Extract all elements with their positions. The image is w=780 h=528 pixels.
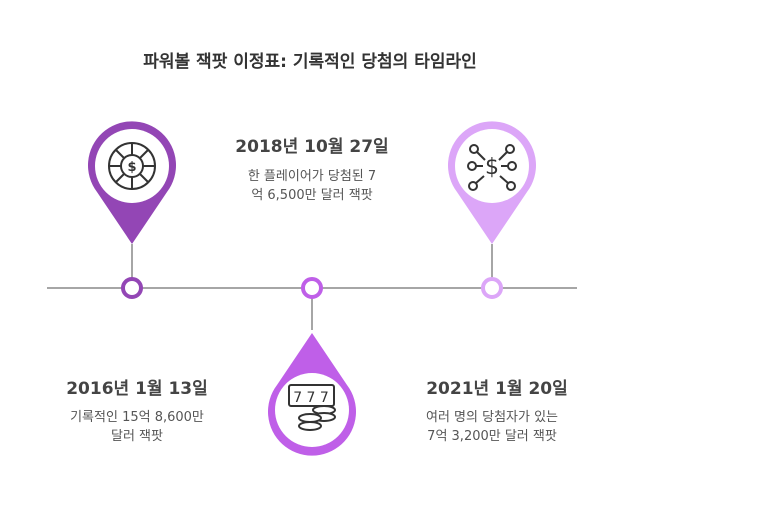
- marker-3: [481, 277, 503, 299]
- event-3-date: 2021년 1월 20일: [426, 379, 568, 399]
- pin-1: $: [87, 121, 176, 244]
- desc-line: 기록적인 15억 8,600만: [70, 410, 204, 425]
- casino-chip-icon: $: [108, 142, 156, 190]
- desc-line: 여러 명의 당첨자가 있는: [426, 410, 558, 425]
- slot-machine-coins-icon: 7 7 7: [288, 384, 336, 431]
- event-2-description: 한 플레이어가 당첨된 7 억 6,500만 달러 잭팟: [217, 167, 407, 205]
- event-3-description: 여러 명의 당첨자가 있는 7억 3,200만 달러 잭팟: [397, 408, 587, 446]
- svg-text:$: $: [127, 160, 136, 175]
- desc-line: 한 플레이어가 당첨된 7: [247, 169, 377, 184]
- event-1-date: 2016년 1월 13일: [66, 379, 208, 399]
- desc-line: 7억 3,200만 달러 잭팟: [427, 429, 557, 444]
- pin-2: 7 7 7: [268, 333, 356, 456]
- svg-text:7 7 7: 7 7 7: [293, 390, 329, 406]
- diagram-title: 파워볼 잭팟 이정표: 기록적인 당첨의 타임라인: [143, 52, 477, 72]
- svg-text:$: $: [485, 155, 499, 180]
- marker-1: [121, 277, 143, 299]
- pin-3: $: [448, 121, 536, 244]
- desc-line: 억 6,500만 달러 잭팟: [251, 188, 373, 203]
- event-2-date: 2018년 10월 27일: [235, 137, 389, 157]
- desc-line: 달러 잭팟: [111, 429, 163, 444]
- marker-2: [301, 277, 323, 299]
- money-network-icon: $: [467, 144, 517, 191]
